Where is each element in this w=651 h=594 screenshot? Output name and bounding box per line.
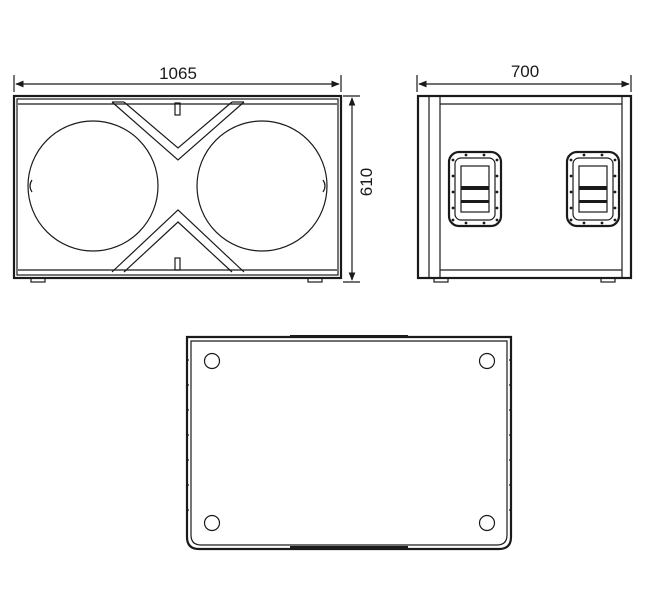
bottom-panel-outline — [185, 335, 513, 551]
front-foot-left — [30, 277, 46, 283]
bottom-foot-hole-top-right — [478, 352, 496, 370]
front-height-dimension: 610 — [343, 95, 376, 283]
woofer-right — [196, 120, 328, 252]
bottom-foot-hole-bottom-left — [203, 514, 221, 532]
x-brace — [111, 101, 245, 273]
bottom-foot-hole-bottom-right — [478, 514, 496, 532]
side-foot-right — [600, 277, 616, 283]
front-foot-right — [307, 277, 323, 283]
side-depth-dimension: 700 — [416, 62, 632, 92]
woofer-left — [27, 120, 159, 252]
side-cabinet-outline — [416, 94, 633, 280]
handle-right — [565, 150, 621, 228]
side-view: 700 — [416, 62, 633, 283]
handle-left — [447, 150, 503, 228]
side-depth-label: 700 — [511, 62, 539, 81]
front-width-dimension: 1065 — [13, 64, 342, 92]
side-foot-left — [433, 277, 449, 283]
front-height-label: 610 — [357, 168, 376, 196]
bottom-view — [185, 335, 513, 551]
front-cabinet-outline — [12, 94, 343, 280]
front-width-label: 1065 — [159, 64, 197, 83]
bottom-foot-hole-top-left — [203, 352, 221, 370]
front-view: 1065 610 — [12, 64, 376, 283]
